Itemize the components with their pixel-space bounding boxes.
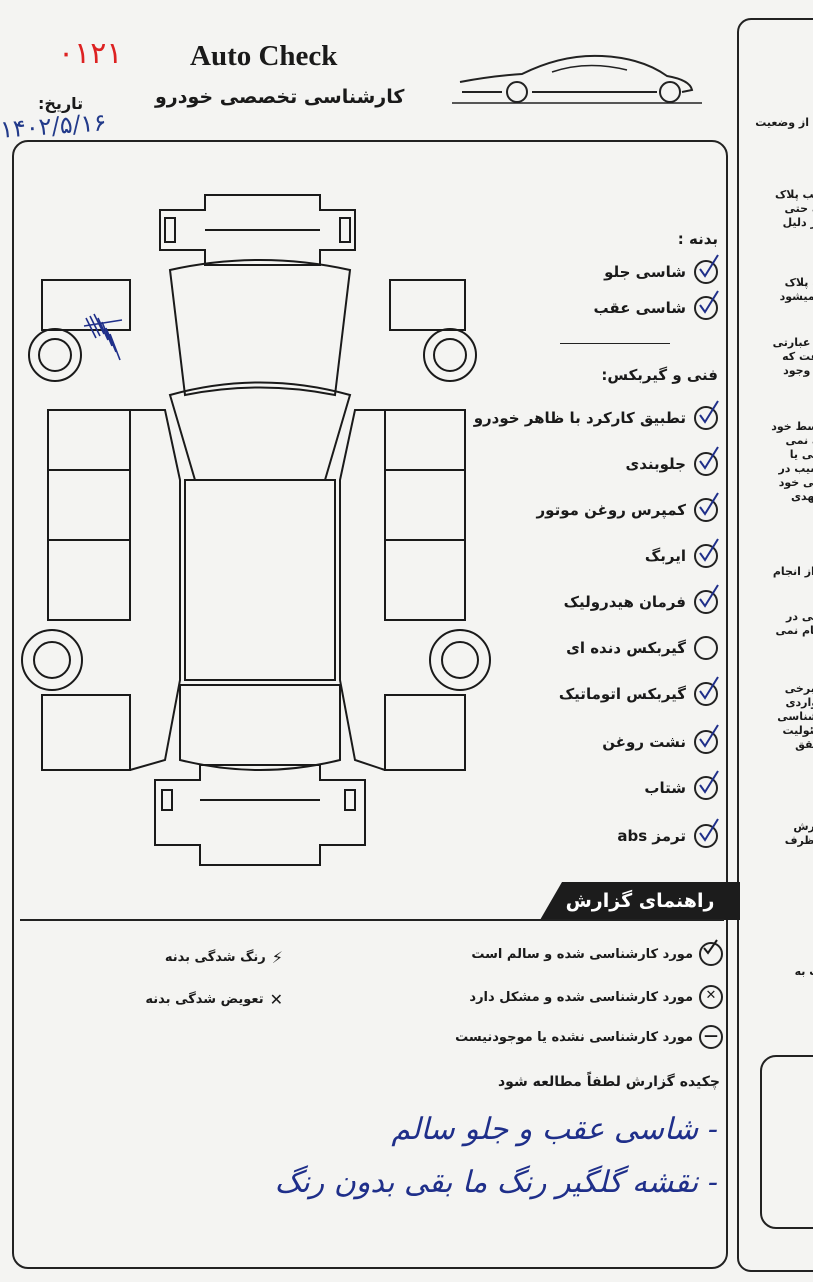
- check-circle-icon: [694, 290, 719, 320]
- checklist-item[interactable]: شاسی عقب: [593, 290, 719, 320]
- check-circle-icon: [694, 770, 719, 800]
- check-circle-icon: [694, 818, 719, 848]
- terms-side-panel: ده از وضعیت سب پلاک که حتی هر دلیل ف پلا…: [737, 18, 813, 1272]
- body-section-title: بدنه :: [677, 230, 718, 248]
- guide-rule: [20, 919, 724, 921]
- car-body-diagram: [21, 194, 491, 866]
- checklist-item-label: کمپرس روغن موتور: [536, 501, 686, 519]
- legend-ok: مورد کارشناسی شده و سالم است: [471, 939, 723, 966]
- legend-na-label: مورد کارشناسی نشده یا موجودنیست: [455, 1029, 693, 1045]
- section-divider: [560, 343, 670, 344]
- checklist-item-label: شاسی جلو: [604, 263, 686, 281]
- checklist-item[interactable]: تطبیق کارکرد با ظاهر خودرو: [473, 400, 719, 430]
- checklist-item-label: فرمان هیدرولیک: [563, 593, 686, 611]
- form-serial-number: ۰۱۲۱: [58, 36, 123, 71]
- inspection-frame: [12, 140, 728, 1269]
- brand-subtitle: کارشناسی تخصصی خودرو: [155, 86, 405, 108]
- checklist-item[interactable]: گیربکس اتوماتیک: [558, 676, 719, 706]
- checklist-item-label: شتاب: [644, 779, 686, 797]
- checklist-item-label: گیربکس دنده ای: [566, 639, 686, 657]
- check-circle-icon: [694, 492, 719, 522]
- replace-x-icon: ✕: [269, 990, 283, 1009]
- legend-problem-label: مورد کارشناسی شده و مشکل دارد: [469, 989, 693, 1005]
- checklist-item-label: شاسی عقب: [593, 299, 686, 317]
- terms-text: بت به: [794, 965, 813, 978]
- car-silhouette-icon: [452, 54, 702, 104]
- checklist-item[interactable]: ایربگ: [644, 538, 719, 568]
- check-circle-icon: [694, 724, 719, 754]
- checklist-item[interactable]: ترمز abs: [617, 818, 719, 848]
- check-circle-icon: [694, 676, 719, 706]
- checklist-item[interactable]: شتاب: [644, 770, 719, 800]
- paint-marks-icon: [83, 313, 123, 361]
- check-circle-icon: [699, 939, 723, 966]
- legend-problem: ✕ مورد کارشناسی شده و مشکل دارد: [469, 985, 723, 1009]
- side-panel-box: دم: [760, 1055, 813, 1229]
- checklist-item-label: گیربکس اتوماتیک: [558, 685, 686, 703]
- legend-paint-label: رنگ شدگی بدنه: [164, 950, 266, 965]
- minus-circle-icon: —: [699, 1025, 723, 1049]
- terms-text: ر از انجام: [772, 565, 813, 578]
- check-circle-icon: [694, 446, 719, 476]
- terms-text: زارش ه ظرف به: [784, 820, 813, 847]
- technical-section-title: فنی و گیربکس:: [601, 366, 718, 384]
- terms-text: دگی در سام نمی: [775, 610, 813, 637]
- summary-line-1: - شاسی عقب و جلو سالم: [391, 1112, 718, 1147]
- terms-text: ده از وضعیت: [755, 116, 813, 129]
- check-circle-icon: [694, 254, 719, 284]
- checklist-item-label: تطبیق کارکرد با ظاهر خودرو: [473, 409, 686, 427]
- checklist-item-label: جلوبندی: [625, 455, 686, 473]
- checklist-item-label: ایربگ: [644, 547, 686, 565]
- summary-title: چکیده گزارش لطفاً مطالعه شود: [498, 1074, 720, 1090]
- terms-text: ف پلاک ه میشود: [779, 276, 813, 303]
- inspection-checklist: بدنه : شاسی جلو شاسی عقب فنی و گیربکس: ت…: [418, 230, 719, 870]
- guide-title: راهنمای گزارش: [540, 882, 740, 920]
- checklist-item[interactable]: گیربکس دنده ای: [566, 636, 718, 660]
- checklist-item[interactable]: نشت روغن: [602, 724, 719, 754]
- terms-text: وسط خود که نمی دگی یا آسیب در سی خود تعه…: [771, 420, 813, 503]
- legend-replace-label: تعویض شدگی بدنه: [145, 992, 264, 1007]
- checklist-item[interactable]: جلوبندی: [625, 446, 719, 476]
- x-circle-icon: ✕: [699, 985, 723, 1009]
- terms-text: ر برخی مواردی رشناسی سئولیت تحقق: [777, 682, 813, 751]
- checklist-item-label: نشت روغن: [602, 733, 686, 751]
- date-label: تاریخ:: [38, 94, 84, 113]
- empty-circle-icon: [694, 636, 718, 660]
- paint-marks-icon: ⚡: [271, 948, 283, 967]
- legend-na: — مورد کارشناسی نشده یا موجودنیست: [455, 1025, 723, 1049]
- brand-title: Auto Check: [190, 40, 338, 72]
- terms-text: و: [741, 910, 813, 924]
- legend-paint: ⚡ رنگ شدگی بدنه: [165, 948, 283, 967]
- terms-text: به عبارتی گفت که به وجود: [772, 336, 813, 377]
- terms-text: سب پلاک که حتی هر دلیل: [774, 188, 813, 229]
- date-value-handwritten: ۱۴۰۲/۵/۱۶: [0, 108, 108, 144]
- checklist-item[interactable]: فرمان هیدرولیک: [563, 584, 719, 614]
- legend-replace: ✕ تعویض شدگی بدنه: [145, 990, 283, 1009]
- legend-ok-label: مورد کارشناسی شده و سالم است: [471, 946, 693, 962]
- check-circle-icon: [694, 584, 719, 614]
- guide-title-text: راهنمای گزارش: [565, 890, 715, 912]
- check-circle-icon: [694, 538, 719, 568]
- summary-line-2: - نقشه گلگیر رنگ ما بقی بدون رنگ: [274, 1165, 718, 1200]
- checklist-item[interactable]: شاسی جلو: [604, 254, 719, 284]
- checklist-item-label: ترمز abs: [617, 827, 686, 845]
- terms-text: دم: [744, 1077, 813, 1091]
- check-circle-icon: [694, 400, 719, 430]
- checklist-item[interactable]: کمپرس روغن موتور: [536, 492, 719, 522]
